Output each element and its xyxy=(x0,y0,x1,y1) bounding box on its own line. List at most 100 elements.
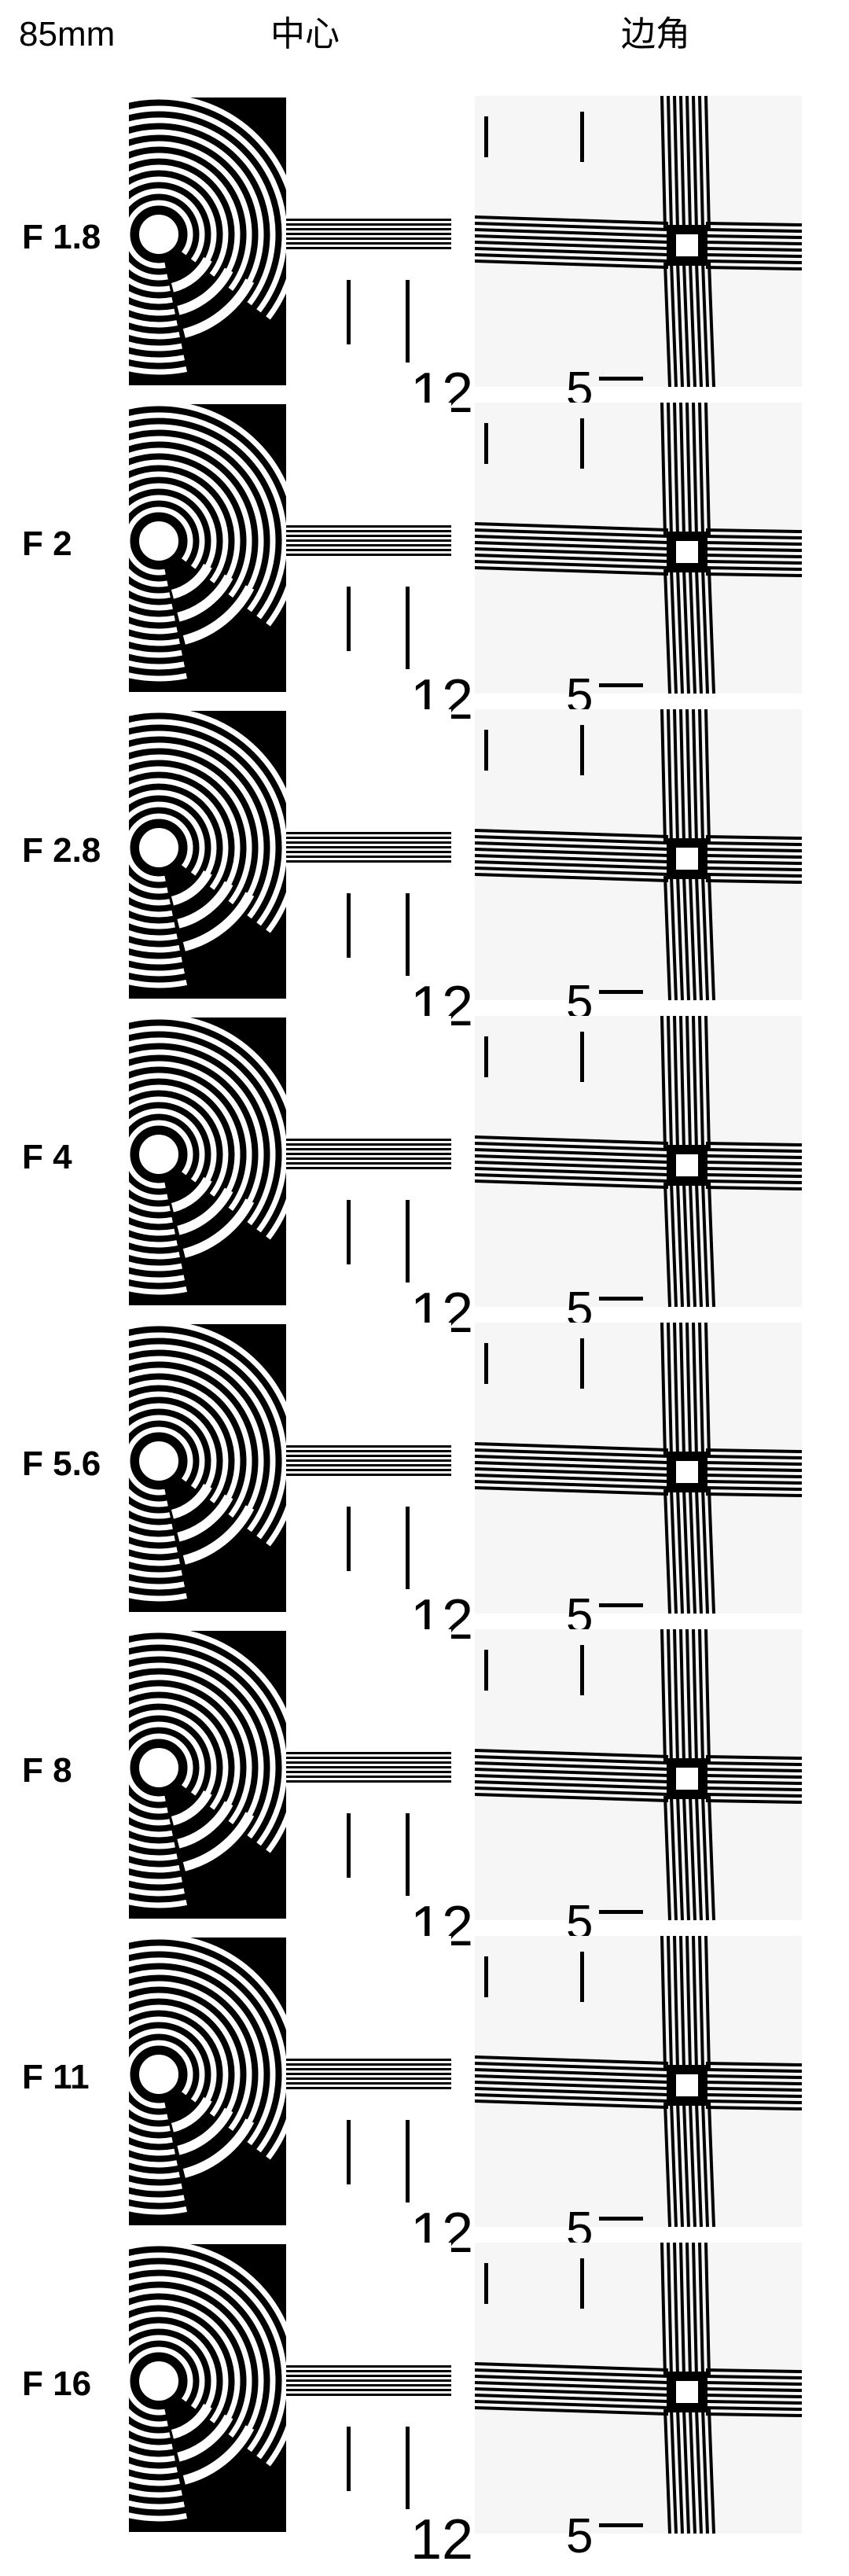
arc-ring xyxy=(129,459,241,623)
horizontal-line-pair xyxy=(286,1148,451,1150)
vertical-line-pair xyxy=(695,875,703,1001)
horizontal-line-pair xyxy=(705,1142,803,1146)
vertical-mark xyxy=(484,1343,488,1384)
vertical-line-pair xyxy=(692,95,698,230)
vertical-line-pair xyxy=(682,1795,690,1921)
vertical-line-pair xyxy=(670,1795,678,1921)
arc-ring xyxy=(129,2276,264,2486)
corner-sample-image: 5 xyxy=(474,95,803,417)
corner-column-label: 边角 xyxy=(621,14,690,54)
horizontal-line-pair xyxy=(286,1752,451,1754)
vertical-line-pair xyxy=(660,1628,667,1764)
horizontal-line-pair xyxy=(705,1148,803,1153)
horizontal-line-pair xyxy=(474,1768,669,1777)
arc-ring xyxy=(129,1993,241,2156)
thick-arc xyxy=(177,267,233,315)
horizontal-line-pair xyxy=(286,841,451,844)
vertical-line-pair xyxy=(685,1015,692,1150)
vertical-line-pair xyxy=(660,95,667,230)
horizontal-line-pair xyxy=(705,2074,803,2079)
horizontal-line-pair xyxy=(705,2068,803,2073)
target-center-window xyxy=(676,234,698,256)
horizontal-line-pair xyxy=(474,1480,669,1489)
corner-sample-image: 5 xyxy=(474,708,803,1030)
vertical-line-pair xyxy=(667,1935,673,2070)
thick-arc xyxy=(171,256,212,293)
vertical-line-pair xyxy=(698,1935,704,2070)
aperture-label: F 2.8 xyxy=(22,831,101,870)
horizontal-line-pair xyxy=(474,2400,669,2409)
horizontal-line-pair xyxy=(705,841,803,846)
thick-arc xyxy=(177,2414,233,2462)
horizontal-line-pair xyxy=(705,867,803,871)
target-center-window xyxy=(676,1768,698,1790)
arc-ring xyxy=(129,1356,264,1566)
corner-resolution-target-crop: 5 xyxy=(474,1322,803,1643)
numeral-dash xyxy=(599,377,643,381)
horizontal-line-pair xyxy=(286,2068,451,2070)
horizontal-line-pair xyxy=(286,1139,451,1141)
target-center-window xyxy=(676,2074,698,2096)
vertical-line-pair xyxy=(660,402,667,537)
vertical-mark xyxy=(580,1032,584,1082)
arc-ring xyxy=(129,1096,217,1213)
vertical-mark xyxy=(484,2263,488,2304)
target-center-ring xyxy=(134,1743,183,1792)
horizontal-line-pair xyxy=(474,547,669,557)
corner-resolution-target-crop: 5 xyxy=(474,1015,803,1337)
target-center-window xyxy=(676,2381,698,2403)
arc-ring xyxy=(129,1049,264,1260)
arc-ring xyxy=(129,98,286,375)
thick-arc xyxy=(182,1198,255,1258)
target-numeral: 5 xyxy=(566,2509,593,2563)
horizontal-line-pair xyxy=(705,2087,803,2092)
horizontal-line-pair xyxy=(474,841,669,851)
target-center-ring xyxy=(134,1437,183,1485)
horizontal-line-pair xyxy=(286,549,451,551)
vertical-line-pair xyxy=(698,1628,704,1764)
arc-ring xyxy=(129,1945,286,2203)
center-sample-image: 12 xyxy=(129,1936,473,2265)
horizontal-line-pair xyxy=(705,2406,803,2411)
arc-ring xyxy=(129,2264,276,2498)
horizontal-line-pair xyxy=(286,1143,451,1146)
vertical-line-pair xyxy=(670,2102,678,2228)
arc-ring xyxy=(129,436,264,646)
arc-ring xyxy=(129,2346,193,2416)
arc-ring xyxy=(129,813,193,882)
arc-ring xyxy=(129,1426,193,1496)
target-center-window xyxy=(676,1461,698,1483)
horizontal-line-pair xyxy=(705,854,803,859)
horizontal-line-pair xyxy=(705,528,803,533)
vertical-line-pair xyxy=(704,95,711,230)
arc-ring xyxy=(129,1957,276,2191)
vertical-line-pair xyxy=(670,1489,678,1614)
concentric-arcs xyxy=(129,98,286,385)
vertical-line-pair xyxy=(676,1489,684,1614)
arc-ring xyxy=(129,1662,264,1873)
horizontal-line-pair xyxy=(705,2387,803,2392)
horizontal-line-pair xyxy=(286,525,451,528)
vertical-bar xyxy=(406,587,410,669)
horizontal-line-pair xyxy=(705,2062,803,2066)
vertical-mark xyxy=(484,423,488,464)
horizontal-line-pair xyxy=(705,1492,803,1497)
vertical-line-pair xyxy=(663,2409,671,2534)
aperture-label: F 1.8 xyxy=(22,218,101,256)
arc-ring xyxy=(129,754,252,941)
horizontal-line-pair xyxy=(705,1154,803,1159)
vertical-line-pair xyxy=(679,95,685,230)
horizontal-line-pair xyxy=(286,2063,451,2066)
horizontal-line-pair xyxy=(474,2375,669,2384)
horizontal-line-pair xyxy=(474,848,669,857)
horizontal-line-pair xyxy=(474,1173,669,1183)
horizontal-line-pair xyxy=(705,222,803,226)
target-center-ring xyxy=(134,1130,183,1179)
target-center-disc xyxy=(137,2052,181,2096)
concentric-arcs xyxy=(129,711,286,999)
arc-ring xyxy=(129,141,252,328)
